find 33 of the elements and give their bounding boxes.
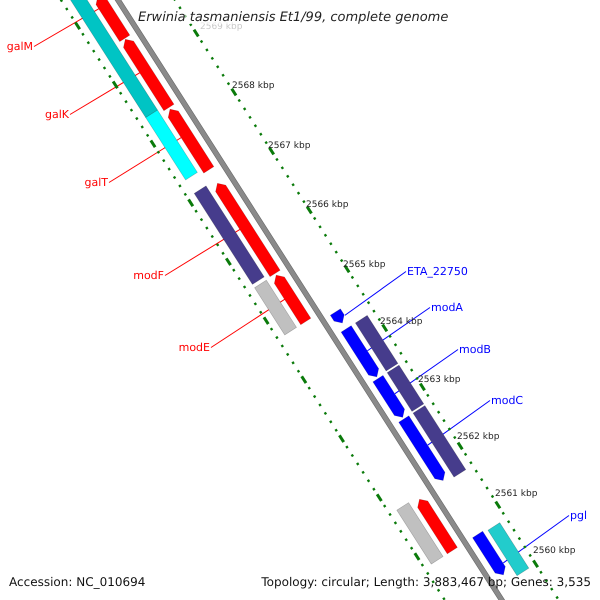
gene-block — [215, 182, 281, 278]
gene-block — [417, 498, 458, 554]
leader-line — [344, 271, 406, 316]
gene-label: galT — [84, 177, 108, 188]
scale-label: 2565 kbp — [343, 261, 386, 270]
gene-block — [274, 274, 312, 326]
gene-label: modE — [178, 342, 210, 353]
gene-label: modA — [431, 302, 463, 313]
scale-label: 2562 kbp — [457, 433, 500, 442]
title: Erwinia tasmaniensis Et1/99, complete genome — [138, 11, 448, 24]
scale-label: 2561 kbp — [495, 490, 538, 499]
gene-label: modB — [459, 344, 491, 355]
gene-block — [96, 0, 130, 42]
gene-block — [372, 374, 405, 418]
scale-label: 2564 kbp — [380, 318, 422, 327]
scale-label: 2567 kbp — [268, 142, 310, 151]
gene-block — [330, 308, 345, 324]
gene-block — [472, 530, 506, 576]
scale-label: 2563 kbp — [418, 376, 460, 385]
gene-label: galM — [6, 41, 33, 52]
scale-label: 2566 kbp — [306, 201, 348, 210]
gene-label: pgl — [570, 510, 588, 521]
scale-label: 2560 kbp — [533, 547, 576, 556]
accession-text: Accession: NC_010694 — [9, 576, 146, 588]
gene-block — [168, 108, 214, 174]
gene-block — [398, 415, 446, 481]
gene-block — [340, 325, 379, 378]
gene-label: ETA_22750 — [407, 266, 468, 277]
gene-label: modF — [133, 270, 164, 281]
scale-label: 2568 kbp — [232, 82, 274, 91]
gene-block — [123, 38, 174, 112]
gene-label: galK — [45, 109, 69, 120]
gene-label: modC — [491, 395, 524, 406]
